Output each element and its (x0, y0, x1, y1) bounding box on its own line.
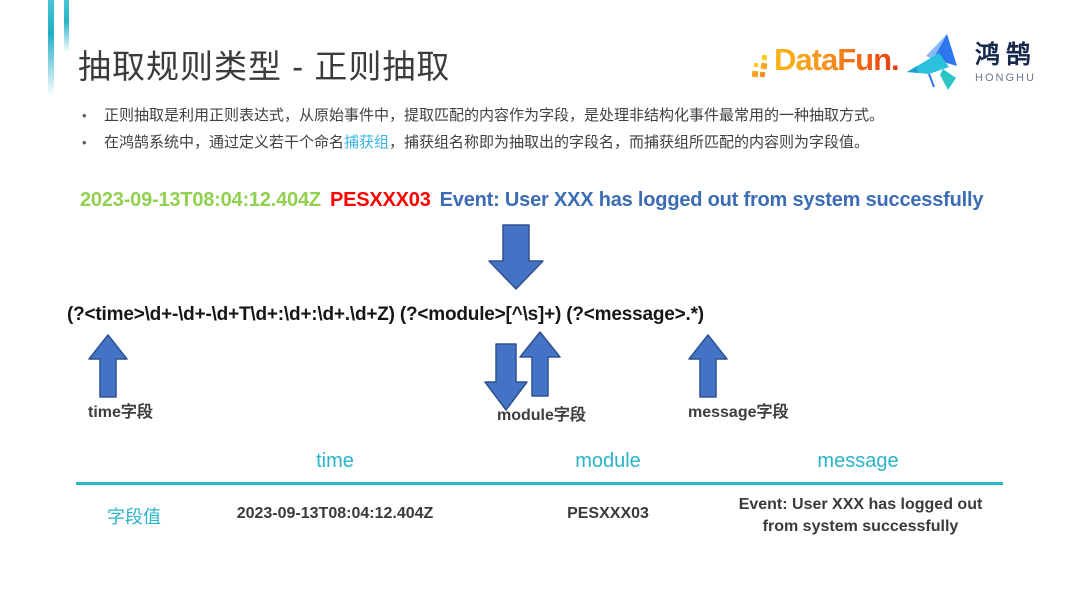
column-header-time: time (316, 450, 354, 472)
bullet-list: • 正则抽取是利用正则表达式，从原始事件中，提取匹配的内容作为字段，是处理非结构… (80, 102, 1010, 156)
bullet-text-2-after: ，捕获组名称即为抽取出的字段名，而捕获组所匹配的内容则为字段值。 (389, 134, 870, 151)
datafun-logo-text: DataFun. (774, 42, 900, 77)
log-time-value: 2023-09-13T08:04:12.404Z (80, 189, 321, 211)
module-down-arrow-icon (484, 343, 528, 411)
time-up-arrow-icon (88, 334, 128, 398)
log-module-value: PESXXX03 (329, 189, 431, 211)
honghu-logo-en: HONGHU (975, 71, 1036, 84)
capture-group-link: 捕获组 (344, 134, 390, 151)
table-row-label: 字段值 (107, 507, 161, 527)
regex-pattern: (?<time>\d+-\d+-\d+T\d+:\d+:\d+.\d+Z) (?… (67, 304, 704, 325)
cell-message-value: Event: User XXX has logged out from syst… (738, 496, 983, 535)
log-message-value: Event: User XXX has logged out from syst… (439, 189, 984, 211)
raw-log-line: 2023-09-13T08:04:12.404Z PESXXX03 Event: U… (80, 189, 983, 212)
message-up-arrow-icon (688, 334, 728, 398)
cell-time-value: 2023-09-13T08:04:12.404Z (236, 505, 434, 522)
bullet-item-1: • 正则抽取是利用正则表达式，从原始事件中，提取匹配的内容作为字段，是处理非结构… (80, 102, 1010, 129)
table-divider (76, 482, 1003, 485)
honghu-bird-icon (907, 34, 957, 90)
module-up-arrow-icon (519, 331, 561, 397)
honghu-logo-cn: 鸿鹄 (975, 41, 1038, 70)
bullet-item-2: • 在鸿鹄系统中，通过定义若干个命名捕获组，捕获组名称即为抽取出的字段名，而捕获… (80, 129, 1010, 156)
module-field-label: module字段 (497, 407, 586, 424)
time-field-label: time字段 (88, 404, 153, 421)
datafun-logo: DataFun. (752, 42, 900, 83)
column-header-module: module (575, 450, 641, 472)
column-header-message: message (817, 450, 899, 472)
decor-bar-right (64, 0, 69, 53)
message-field-label: message字段 (688, 404, 789, 421)
datafun-dots-icon (752, 54, 768, 78)
bullet-text-2-before: 在鸿鹄系统中，通过定义若干个命名 (104, 134, 345, 151)
decor-bar-left (48, 0, 54, 97)
bullet-dot: • (82, 135, 87, 150)
bullet-dot: • (82, 108, 87, 123)
page-title: 抽取规则类型 - 正则抽取 (78, 48, 451, 85)
honghu-logo: 鸿鹄 HONGHU (903, 32, 1037, 94)
bullet-text-1: 正则抽取是利用正则表达式，从原始事件中，提取匹配的内容作为字段，是处理非结构化事… (104, 107, 885, 124)
down-arrow-icon (488, 224, 544, 290)
cell-module-value: PESXXX03 (567, 505, 649, 522)
